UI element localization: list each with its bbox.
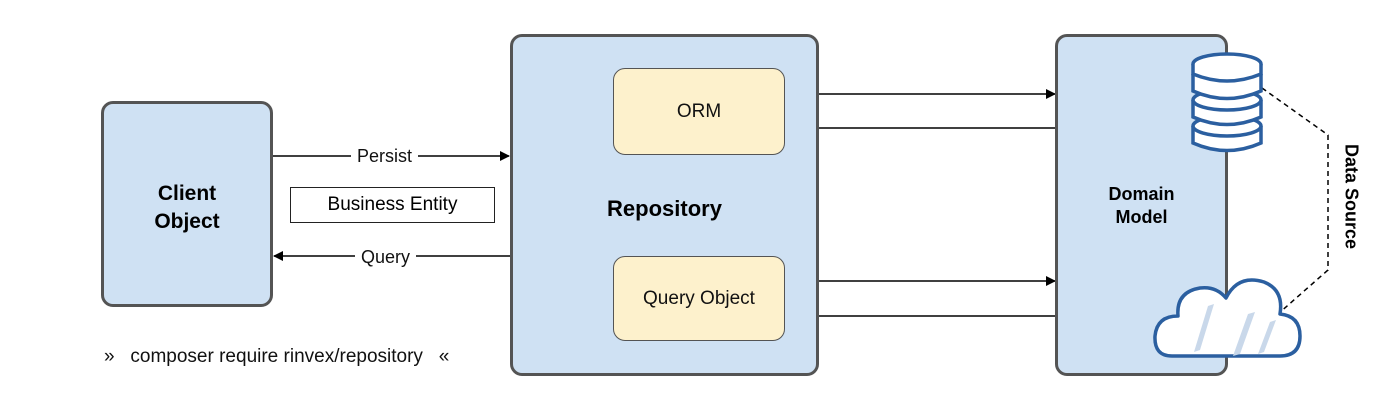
business-entity-box: Business Entity	[290, 187, 495, 223]
repository-label: Repository	[607, 196, 722, 221]
install-command-footnote: » composer require rinvex/repository «	[104, 346, 450, 367]
data-source-label: Data Source	[1341, 143, 1362, 250]
persist-label: Persist	[351, 145, 419, 167]
client-object-label: Client Object	[154, 182, 220, 233]
query-object-label: Query Object	[643, 287, 755, 309]
query-label: Query	[355, 246, 417, 268]
query-object-node: Query Object	[613, 256, 785, 341]
orm-label: ORM	[676, 100, 722, 122]
domain-model-label: Domain Model	[1108, 184, 1175, 227]
client-object-node: Client Object	[101, 101, 273, 307]
database-icon	[1191, 52, 1263, 153]
data-source-bracket	[1261, 87, 1329, 315]
orm-node: ORM	[613, 68, 785, 155]
cloud-icon	[1153, 278, 1302, 358]
